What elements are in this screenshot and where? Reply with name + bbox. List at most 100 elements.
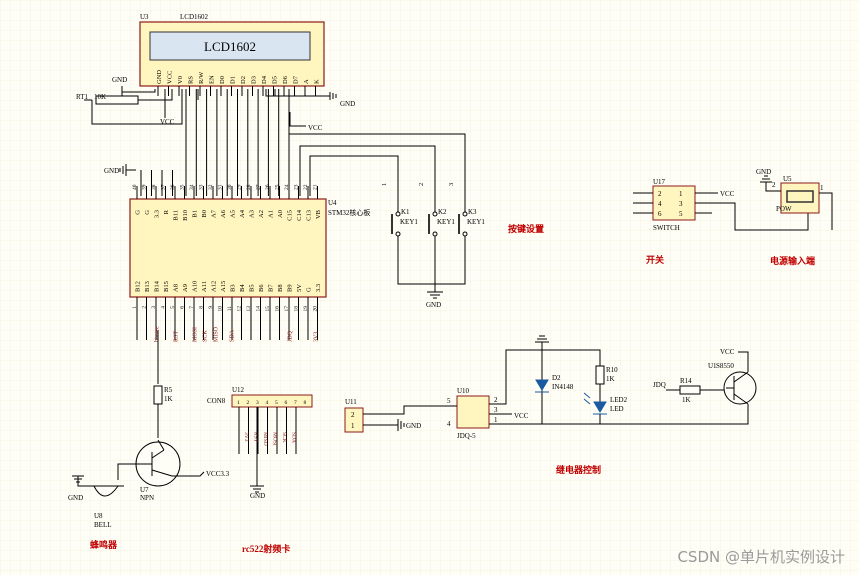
mcu-bottom-pin-num: 2 <box>142 306 148 309</box>
mcu-bottom-pin-num: 10 <box>218 306 224 312</box>
lcd-screen <box>149 31 311 61</box>
key-ref-rot: 1 <box>381 183 388 186</box>
lcd-power-wiring <box>84 86 337 125</box>
buzzer-gnd: GND <box>68 494 83 502</box>
key-contact <box>462 211 468 217</box>
switch-module[interactable]: U17 SWITCH 2 4 6 1 3 5 VCC <box>633 178 809 232</box>
rc522-net-label: MOSI <box>272 432 278 446</box>
mcu-bottom-pin-num: 20 <box>313 306 319 312</box>
mcu-net-label: MOSI <box>193 327 199 342</box>
key-ref: K1 <box>401 208 410 216</box>
mcu-bottom-pin-num: 12 <box>237 306 243 312</box>
rc522-net-label: 3V3 <box>243 432 249 442</box>
mcu-top-pin-label: B11 <box>173 210 180 221</box>
mcu-bottom-pin-num: 8 <box>199 306 205 309</box>
relay-vcc: VCC <box>514 412 529 420</box>
mcu-gnd-label: GND <box>104 167 119 175</box>
mcu-bottom-pin-label: A10 <box>192 281 199 292</box>
switch-pin-2: 2 <box>658 190 662 198</box>
buzzer-circuit[interactable] <box>72 330 205 497</box>
mcu-bottom-pin-num: 17 <box>284 306 290 312</box>
mcu-top-pin-label: A7 <box>211 209 218 218</box>
mcu-top-pin-num: 24 <box>284 184 290 190</box>
mcu-bottom-pin-num: 15 <box>265 306 271 312</box>
mcu-bottom-pin-label: A11 <box>201 281 208 292</box>
key-ref-rot: 2 <box>418 183 425 186</box>
r14-ref: R14 <box>680 377 692 385</box>
key-label: KEY1 <box>400 218 418 226</box>
mcu-top-pin-num: 35 <box>180 184 186 190</box>
mcu-bottom-pin-num: 7 <box>189 306 195 309</box>
rc522-name: CON8 <box>207 397 226 405</box>
switch-name: SWITCH <box>653 224 680 232</box>
mcu-top-pin-num: 33 <box>199 184 205 190</box>
mcu-top-pin-label: C14 <box>296 209 303 221</box>
rc522-net-label: SCK <box>281 432 287 443</box>
rc522-gnd-symbol <box>250 407 264 493</box>
mcu-top-pin-label: 3.3 <box>154 210 161 218</box>
r10-ref: R10 <box>606 366 618 374</box>
q1-ref: U1 <box>708 362 717 370</box>
mcu-top-pin-num: 27 <box>256 184 262 190</box>
mcu-top-pins: G40G393.338R37B1136B1035B134B033A732A631… <box>132 184 322 221</box>
mcu-bottom-pin-label: A12 <box>211 281 218 292</box>
switch-pin-5: 5 <box>679 210 683 218</box>
rc522-pin-num: 8 <box>304 400 307 406</box>
mcu-bottom-pin-num: 11 <box>227 306 233 312</box>
mcu-bottom-pin-label: B4 <box>239 284 246 292</box>
mcu-bottom-pin-label: B3 <box>230 284 237 292</box>
u11-pin2: 2 <box>351 411 355 419</box>
mcu-bottom-pin-label: B14 <box>154 280 161 292</box>
stm32-board[interactable]: U4 STM32核心板 G40G393.338R37B1136B1035B134… <box>129 184 370 342</box>
mcu-top-pin-label: B10 <box>182 210 189 221</box>
lcd-gnd2-label: GND <box>340 100 355 108</box>
mcu-top-pin-num: 25 <box>275 184 281 190</box>
mcu-top-pin-label: VB <box>315 209 322 219</box>
relay-pin2: 2 <box>494 396 498 404</box>
lcd-pin-label: R/W <box>198 71 205 84</box>
keys-gnd-label: GND <box>426 301 441 309</box>
mcu-top-pin-label: A3 <box>249 210 256 218</box>
mcu-top-pin-label: C13 <box>306 210 313 221</box>
rc522-pin-num: 2 <box>247 400 250 406</box>
lcd-pin-label: A <box>303 79 310 84</box>
rt1-ref: RT1 <box>76 93 89 101</box>
mcu-bottom-pin-label: A8 <box>173 284 180 292</box>
mcu-top-pin-label: A2 <box>258 210 265 218</box>
mcu-top-pin-label: G <box>144 210 151 215</box>
mcu-bottom-pin-num: 18 <box>294 306 300 312</box>
mcu-top-pin-num: 26 <box>265 184 271 190</box>
mcu-net-label: 3V3 <box>314 332 320 342</box>
power-pin-1: 1 <box>820 184 824 192</box>
mcu-top-pin-label: B0 <box>201 210 208 218</box>
mcu-bottom-pin-num: 3 <box>151 306 157 309</box>
key-ref-rot: 3 <box>448 183 455 186</box>
mcu-bottom-pin-label: 5V <box>296 284 303 292</box>
buzzer-section-title: 蜂鸣器 <box>90 539 118 550</box>
lcd-pin-label: D1 <box>230 76 237 84</box>
buzzer-r-ref: R5 <box>164 386 173 394</box>
power-input-module[interactable]: U5 POW 2 1 GND <box>756 168 833 230</box>
mcu-top-pin-num: 32 <box>208 184 214 190</box>
mcu-top-pin-num: 29 <box>237 184 243 190</box>
mcu-top-pin-num: 22 <box>303 184 309 190</box>
rc522-pin-num: 5 <box>275 400 278 406</box>
mcu-top-pin-num: 31 <box>218 184 224 190</box>
mcu-bottom-pin-label: B13 <box>144 281 151 292</box>
mcu-net-label: SCK <box>203 330 209 342</box>
mcu-net-label: RST <box>174 331 180 342</box>
relay-circuit[interactable] <box>344 335 757 433</box>
u11-ref: U11 <box>345 398 357 406</box>
mcu-top-pin-num: 40 <box>132 184 138 190</box>
mcu-top-pin-label: A0 <box>277 210 284 218</box>
mcu-top-pin-num: 39 <box>142 184 148 190</box>
mcu-bottom-pin-num: 9 <box>208 306 214 309</box>
relay-pin1: 1 <box>494 416 498 424</box>
key-label: KEY1 <box>437 218 455 226</box>
switch-pin-1: 1 <box>679 190 683 198</box>
